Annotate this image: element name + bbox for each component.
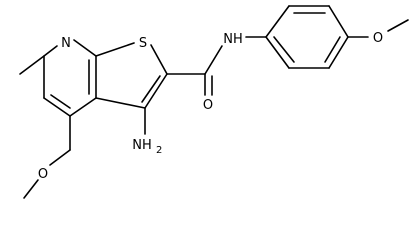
pyridine-nitrogen-label: N xyxy=(61,36,71,51)
bond-c3a-c4 xyxy=(69,97,97,117)
molecule-structure-diagram: N S NH O O NH 2 O xyxy=(19,5,409,199)
methoxy-oxygen-right-label: O xyxy=(373,31,383,46)
bond-carbonyl-nh xyxy=(204,45,223,75)
bond-ar6-ar1 xyxy=(265,36,290,69)
bond-c2-c3-inner xyxy=(141,75,161,103)
bond-ar4-ar5 xyxy=(328,36,349,69)
bond-c4-c5-inner xyxy=(50,94,71,109)
bond-c6-n7 xyxy=(43,45,58,57)
bond-c7a-s1 xyxy=(95,42,135,57)
bond-c4-c5 xyxy=(43,97,71,117)
amine-nh-label: NH xyxy=(132,138,152,153)
bond-ar1-ar2 xyxy=(265,5,290,38)
bond-methyl-c6 xyxy=(19,55,45,75)
bond-c2-c3 xyxy=(144,73,168,109)
amine-subscript-label: 2 xyxy=(156,145,162,156)
bond-ch2-o xyxy=(49,149,71,166)
carbonyl-oxygen-label: O xyxy=(203,98,213,113)
bond-n7-c7a xyxy=(73,39,97,57)
bond-ar4-ar5-inner xyxy=(324,36,341,63)
amide-nh-label: NH xyxy=(223,32,243,47)
bond-ar3-ar4 xyxy=(328,5,349,38)
methoxy-oxygen-bottom-label: O xyxy=(38,167,48,182)
thiophene-sulfur-label: S xyxy=(139,36,147,51)
bond-o-methyl-right xyxy=(387,19,409,32)
bond-ar6-ar1-inner xyxy=(273,36,295,63)
bond-s1-c2 xyxy=(150,44,168,75)
bond-o-methyl-bottom xyxy=(23,179,39,199)
bond-c3-c3a xyxy=(95,97,146,109)
